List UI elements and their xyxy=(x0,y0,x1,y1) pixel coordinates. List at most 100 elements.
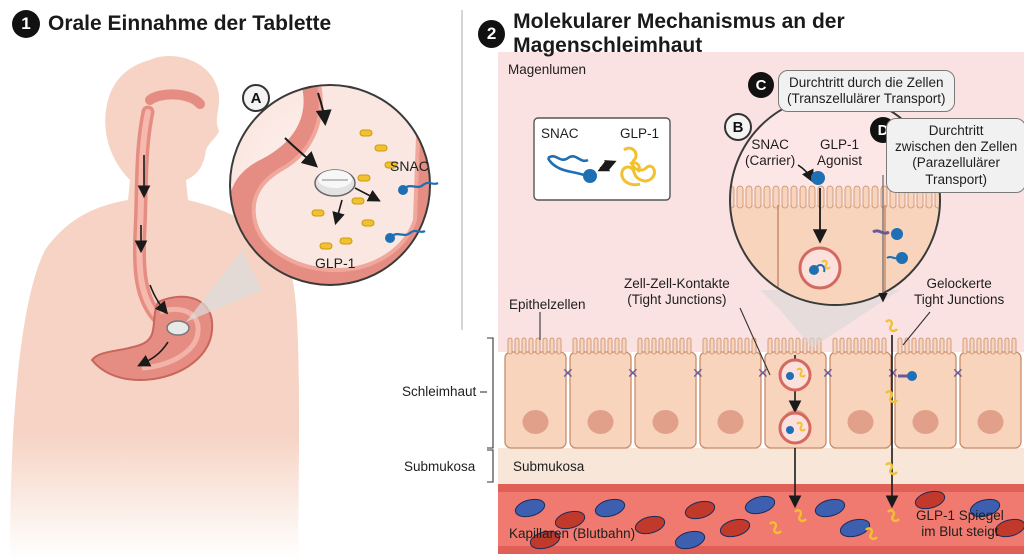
microvillus xyxy=(614,337,620,355)
vesicle-in-cell-1 xyxy=(778,358,812,392)
microvillus xyxy=(846,337,852,355)
legend-box xyxy=(533,117,671,201)
panel-2-title: 2 Molekularer Mechanismus an der Magensc… xyxy=(478,10,1024,58)
cell-nucleus xyxy=(652,410,679,434)
zoom-microvillus xyxy=(754,185,762,209)
callout-transcellular: Durchtritt durch die Zellen (Transzellul… xyxy=(778,70,955,113)
zoom-microvillus xyxy=(808,185,816,209)
zoom-microvillus xyxy=(772,185,780,209)
microvillus xyxy=(679,337,685,355)
microvillus xyxy=(579,337,585,355)
red-blood-cell-icon xyxy=(594,498,626,518)
microvillus xyxy=(795,337,801,355)
microvillus xyxy=(939,337,945,355)
snac-label-zoom: SNAC xyxy=(390,158,429,174)
epithelial-cell xyxy=(699,351,762,449)
tight-junction-icon: ✕ xyxy=(887,366,899,382)
microvillus xyxy=(637,337,643,355)
cell-nucleus xyxy=(977,410,1004,434)
microvillus xyxy=(730,337,736,355)
red-blood-cell-icon xyxy=(969,498,1001,518)
microvillus xyxy=(535,337,541,355)
zoom-microvillus xyxy=(880,185,888,209)
red-blood-cell-icon xyxy=(744,495,776,515)
red-blood-cell-icon xyxy=(529,530,561,550)
tight-junction-icon: ✕ xyxy=(627,366,639,382)
microvillus xyxy=(781,337,787,355)
zoom-microvillus xyxy=(862,185,870,209)
paracellular-molecules-zoom xyxy=(872,228,908,264)
microvillus xyxy=(853,337,859,355)
red-blood-cell-icon xyxy=(554,510,586,530)
zoom-microvillus xyxy=(853,185,861,209)
zoom-microvillus xyxy=(790,185,798,209)
magenlumen-label: Magenlumen xyxy=(508,62,587,77)
zoom-microvillus xyxy=(736,185,744,209)
microvillus xyxy=(586,337,592,355)
microvillus xyxy=(686,337,692,355)
microvillus xyxy=(911,337,917,355)
microvillus xyxy=(874,337,880,355)
microvillus xyxy=(507,337,513,355)
red-blood-cell-icon xyxy=(814,498,846,518)
epithelial-cell xyxy=(959,351,1022,449)
epithelial-cell xyxy=(569,351,632,449)
microvillus xyxy=(788,337,794,355)
microvillus xyxy=(542,337,548,355)
microvillus xyxy=(867,337,873,355)
zoom-microvillus xyxy=(817,185,825,209)
microvillus xyxy=(593,337,599,355)
glp1-paracellular xyxy=(885,319,898,476)
legend-snac-label: SNAC xyxy=(541,126,579,141)
microvillus xyxy=(621,337,627,355)
zoom-cone-b xyxy=(760,290,900,348)
cell-nucleus xyxy=(847,410,874,434)
panel-2-number: 2 xyxy=(478,20,506,48)
microvillus xyxy=(997,337,1003,355)
microvillus xyxy=(716,337,722,355)
stomach xyxy=(90,295,214,382)
zoom-microvillus xyxy=(826,185,834,209)
microvillus xyxy=(962,337,968,355)
red-blood-cells xyxy=(514,490,1024,550)
cell-nucleus xyxy=(522,410,549,434)
microvillus xyxy=(514,337,520,355)
epithelial-cell xyxy=(504,351,567,449)
letter-c-badge: C xyxy=(748,72,774,98)
microvillus xyxy=(1011,337,1017,355)
cell-nucleus xyxy=(717,410,744,434)
microvillus xyxy=(644,337,650,355)
loosened-junctions-label: Gelockerte Tight Junctions xyxy=(914,276,1005,308)
vesicle-in-cell-2 xyxy=(778,411,812,445)
microvillus xyxy=(839,337,845,355)
letter-a-badge: A xyxy=(242,84,270,112)
panel-1-number: 1 xyxy=(12,10,40,38)
red-blood-cell-icon xyxy=(914,490,946,510)
red-blood-cell-icon xyxy=(674,530,706,550)
microvillus xyxy=(521,337,527,355)
epithelzellen-label: Epithelzellen xyxy=(509,297,586,312)
legend-glp1-label: GLP-1 xyxy=(620,126,660,141)
tablet-icon xyxy=(166,320,190,336)
panel-1-title: 1 Orale Einnahme der Tablette xyxy=(12,10,331,38)
glp1-label-zoom: GLP-1 xyxy=(315,255,356,271)
microvillus xyxy=(976,337,982,355)
microvillus xyxy=(969,337,975,355)
glp1-level-label: GLP-1 Spiegel im Blut steigt xyxy=(916,508,1004,540)
microvillus xyxy=(572,337,578,355)
microvillus xyxy=(702,337,708,355)
submukosa-inner-label: Submukosa xyxy=(513,459,585,474)
glp1-particles xyxy=(311,129,398,250)
kapillaren-label: Kapillaren (Blutbahn) xyxy=(509,526,636,541)
letter-b-badge: B xyxy=(724,113,752,141)
red-blood-cell-icon xyxy=(684,500,716,520)
microvillus xyxy=(881,337,887,355)
microvillus xyxy=(556,337,562,355)
schleimhaut-label: Schleimhaut xyxy=(402,384,477,399)
snac-glp1-complex-icon xyxy=(811,171,825,185)
epithelial-cell xyxy=(634,351,697,449)
glp1-molecule-icon xyxy=(620,146,656,187)
microvillus xyxy=(600,337,606,355)
snac-carrier-label: SNAC (Carrier) xyxy=(745,137,796,169)
cell-nucleus xyxy=(587,410,614,434)
